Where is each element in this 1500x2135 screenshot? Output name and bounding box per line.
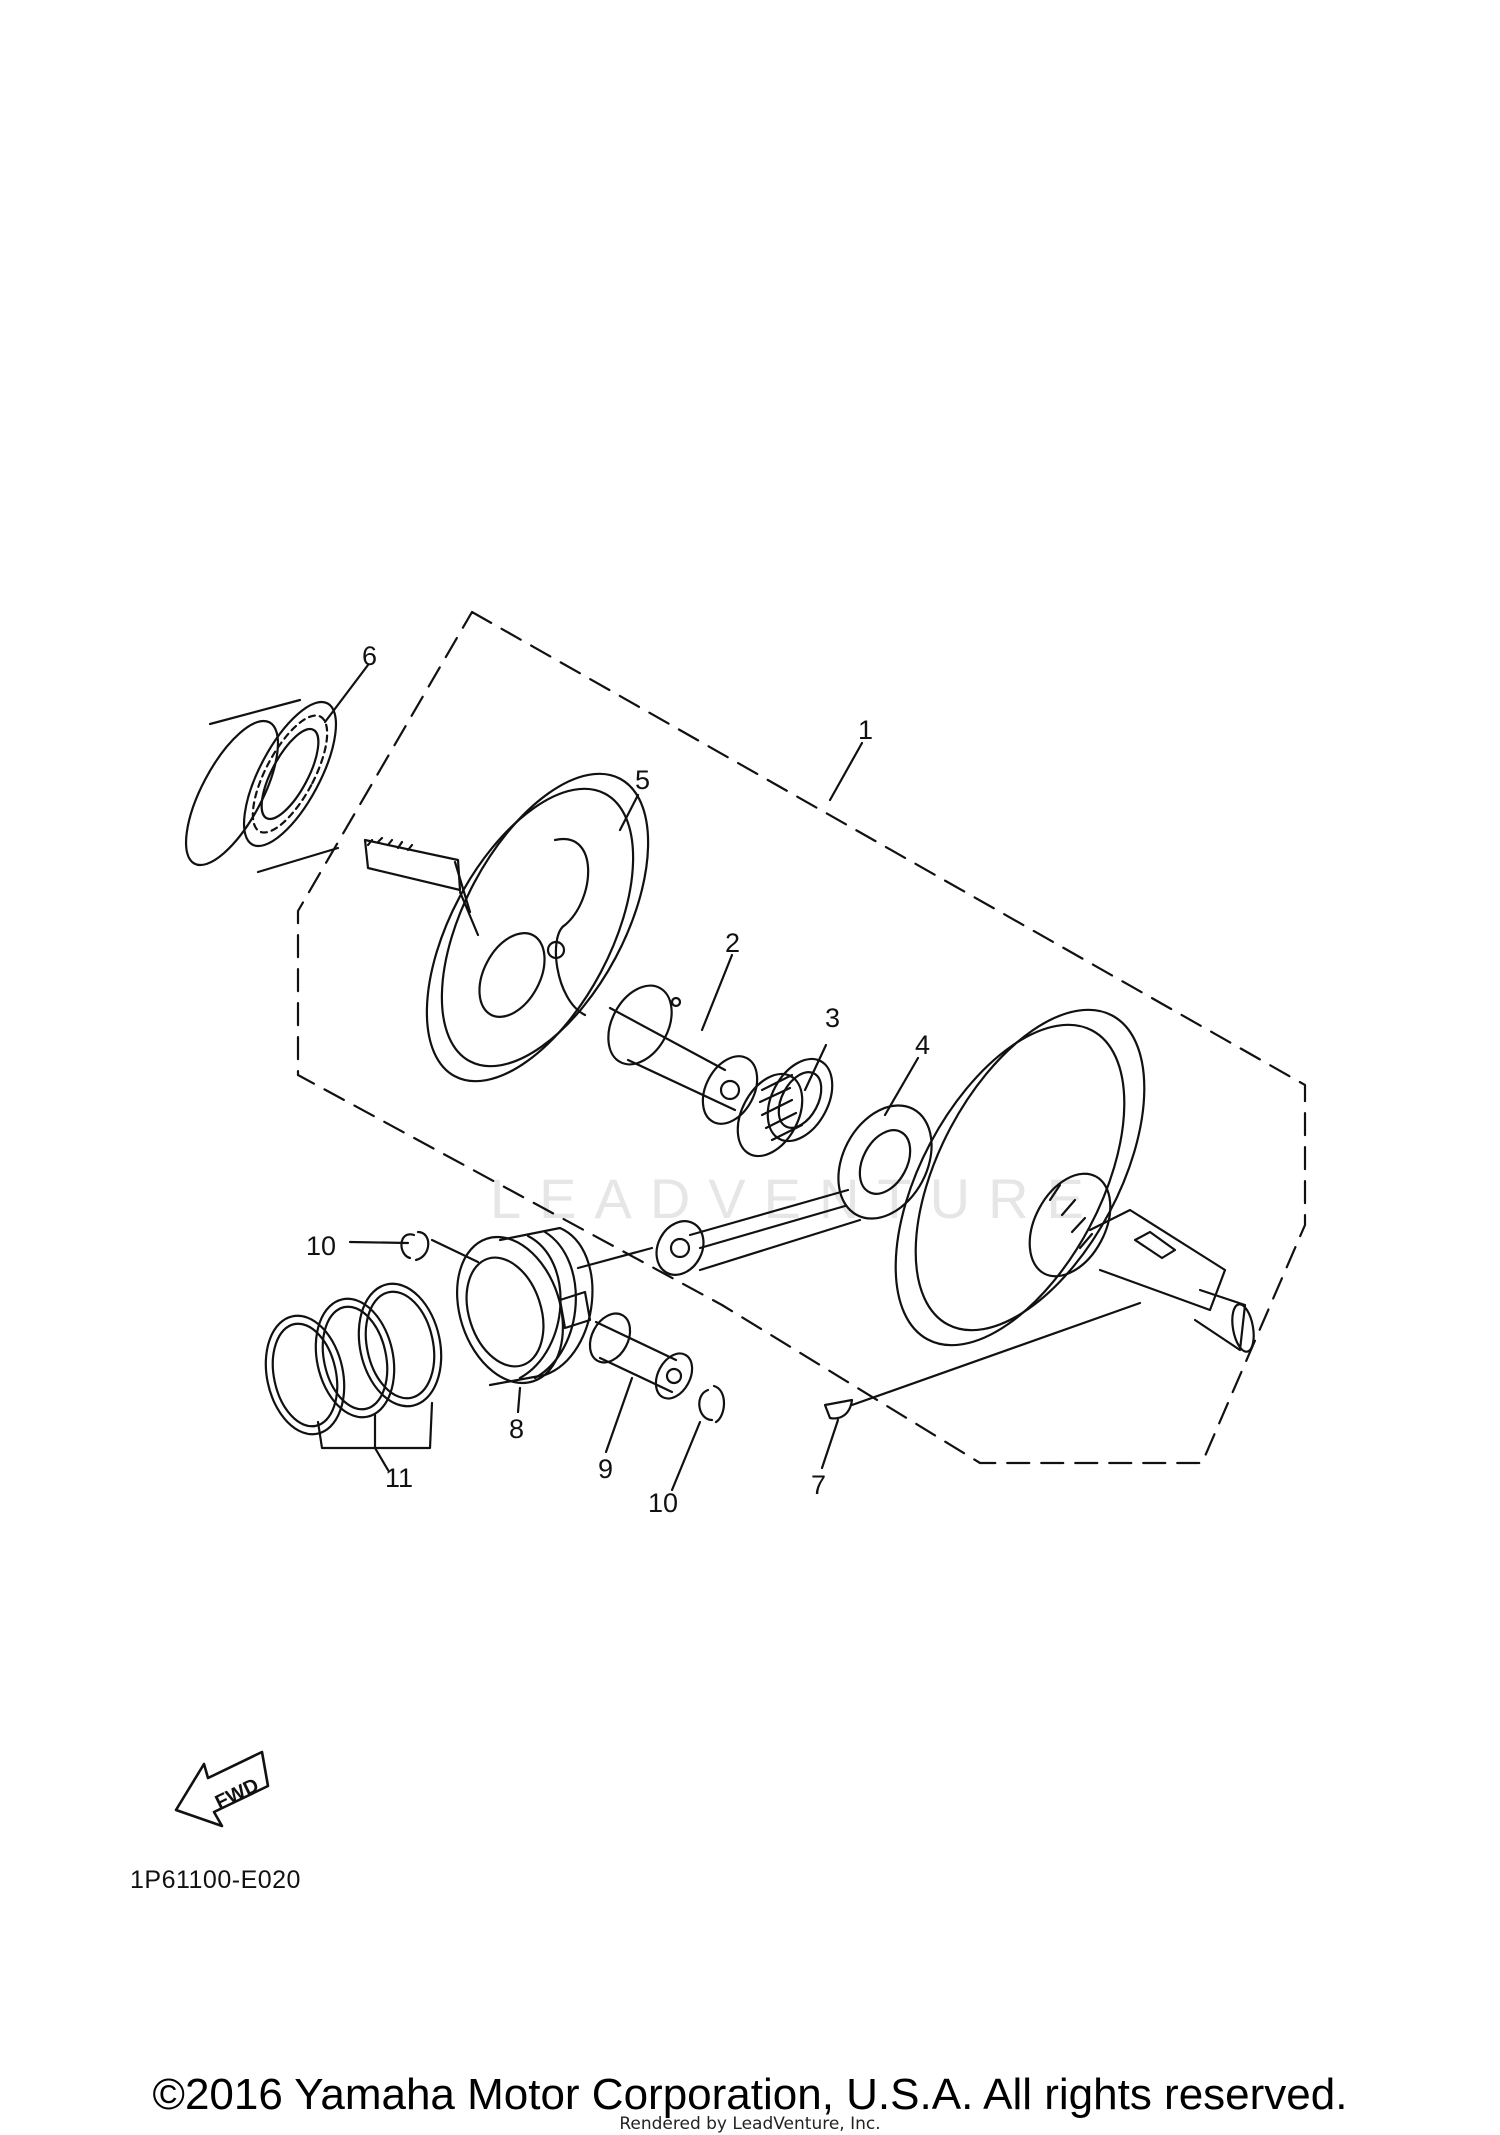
callout-9: 9 xyxy=(598,1454,613,1484)
leader-line-5 xyxy=(618,793,640,832)
copyright-notice: ©2016 Yamaha Motor Corporation, U.S.A. A… xyxy=(152,2070,1348,2119)
callout-5: 5 xyxy=(635,765,650,795)
callout-10b: 10 xyxy=(648,1488,678,1518)
leader-line-10a xyxy=(348,1238,480,1264)
crank-web-part-5 xyxy=(363,772,650,1083)
leader-line-10b xyxy=(670,1420,702,1492)
connecting-rod-part-4 xyxy=(655,1104,933,1276)
piston-rings-part-11 xyxy=(264,1282,443,1472)
leader-line-9 xyxy=(604,1376,634,1454)
leader-line-8 xyxy=(516,1386,522,1414)
callout-2: 2 xyxy=(725,928,740,958)
rendered-by-credit: Rendered by LeadVenture, Inc. xyxy=(619,2114,881,2134)
leader-line-piston-rod xyxy=(576,1246,654,1270)
crankshaft-assembly-boundary xyxy=(296,610,1307,1465)
callout-8: 8 xyxy=(509,1414,524,1444)
callout-3: 3 xyxy=(825,1003,840,1033)
fwd-arrow-icon: FWD xyxy=(174,1750,270,1828)
leader-line-7 xyxy=(820,1301,1142,1470)
bearing-part-6 xyxy=(184,698,340,874)
leader-line-3 xyxy=(803,1043,828,1092)
circlip-part-10-top xyxy=(400,1230,430,1262)
needle-bearing-part-3 xyxy=(736,1057,834,1158)
piston-pin-part-9 xyxy=(588,1312,694,1400)
fwd-label: FWD xyxy=(212,1774,263,1814)
diagram-part-code: 1P61100-E020 xyxy=(130,1866,301,1894)
callout-1: 1 xyxy=(858,715,873,745)
leader-line-2 xyxy=(700,953,734,1032)
leader-line-6 xyxy=(323,663,370,724)
piston-part-8 xyxy=(455,1226,594,1387)
crank-web-right xyxy=(894,1008,1255,1353)
callout-7: 7 xyxy=(811,1470,826,1500)
callout-6: 6 xyxy=(362,641,377,671)
leader-line-4 xyxy=(883,1056,920,1117)
callout-4: 4 xyxy=(915,1030,930,1060)
leader-line-1 xyxy=(828,741,864,802)
callout-11: 11 xyxy=(385,1463,413,1493)
woodruff-key-part-7 xyxy=(823,1398,854,1420)
callout-10a: 10 xyxy=(306,1231,336,1261)
crank-pin-part-2 xyxy=(607,984,759,1125)
circlip-part-10-bottom xyxy=(698,1384,726,1424)
watermark-text: LEADVENTURE xyxy=(490,1167,1102,1230)
